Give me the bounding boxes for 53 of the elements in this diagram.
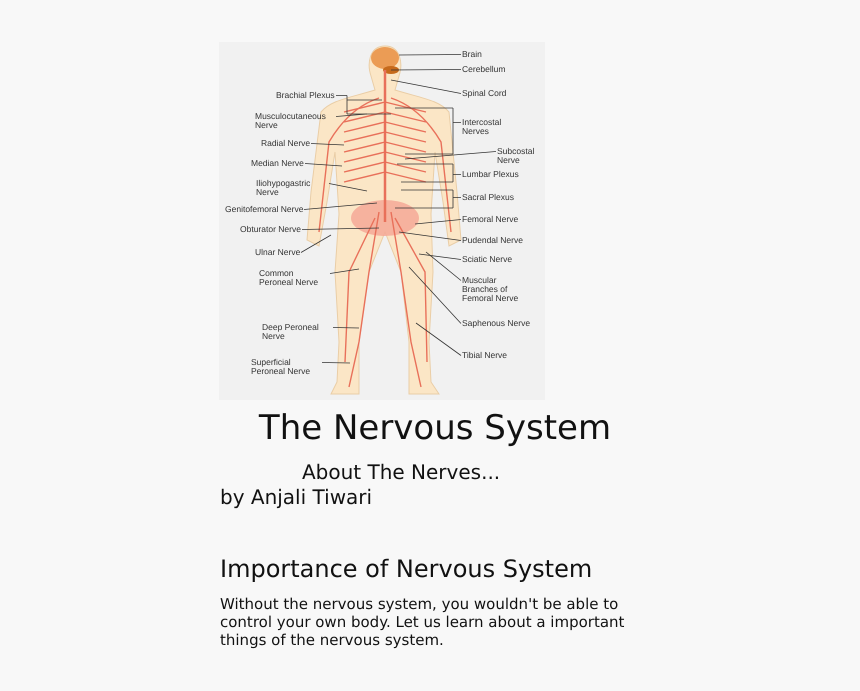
- leader-line: [418, 254, 462, 260]
- nerve-label: Lumbar Plexus: [462, 170, 519, 179]
- nerve-label: Spinal Cord: [462, 89, 506, 98]
- leader-line: [398, 54, 462, 56]
- leader-line: [394, 190, 462, 208]
- nerve-label: Musculocutaneous Nerve: [255, 112, 335, 130]
- nerve-label: Genitofemoral Nerve: [225, 205, 304, 214]
- leader-line: [304, 202, 378, 210]
- author-line: by Anjali Tiwari: [220, 485, 372, 509]
- nerve-label: Median Nerve: [251, 159, 304, 168]
- leader-line: [390, 69, 462, 70]
- nerve-label: Subcostal Nerve: [497, 147, 541, 165]
- leader-line: [332, 327, 360, 328]
- nerve-label: Muscular Branches of Femoral Nerve: [462, 276, 530, 303]
- nerve-label: Femoral Nerve: [462, 215, 518, 224]
- leader-line: [336, 114, 368, 117]
- leader-line: [396, 164, 462, 182]
- nerve-label: Saphenous Nerve: [462, 319, 530, 328]
- leader-line: [394, 108, 462, 154]
- leader-line: [322, 362, 350, 364]
- leader-line: [404, 151, 496, 160]
- leader-line: [398, 232, 462, 241]
- leader-line: [310, 143, 344, 146]
- nerve-label: Brachial Plexus: [276, 91, 335, 100]
- paragraph: Without the nervous system, you wouldn't be able to control your own body. Let us learn about a important things of the nervous system.: [220, 595, 626, 649]
- leader-line: [304, 163, 342, 166]
- nerve-label: Radial Nerve: [261, 139, 310, 148]
- leader-line: [390, 80, 462, 94]
- nerve-label: Cerebellum: [462, 65, 506, 74]
- nerve-label: Ulnar Nerve: [255, 248, 300, 257]
- nerve-label: Sciatic Nerve: [462, 255, 512, 264]
- nerve-label: Superficial Peroneal Nerve: [251, 358, 321, 376]
- section-heading: Importance of Nervous System: [220, 555, 592, 584]
- nerve-label: Iliohypogastric Nerve: [256, 179, 328, 197]
- leader-line: [414, 219, 462, 224]
- leader-line: [336, 95, 392, 114]
- nerve-label: Intercostal Nerves: [462, 118, 512, 136]
- subtitle: About The Nerves...: [302, 460, 500, 484]
- title: The Nervous System: [258, 408, 612, 448]
- nerve-label: Sacral Plexus: [462, 193, 514, 202]
- nerve-label: Brain: [462, 50, 482, 59]
- nerve-label: Deep Peroneal Nerve: [262, 323, 332, 341]
- nerve-label: Pudendal Nerve: [462, 236, 523, 245]
- leader-line: [408, 266, 462, 324]
- leader-line: [330, 268, 360, 274]
- leader-line: [300, 234, 332, 253]
- leader-line: [328, 183, 368, 192]
- nerve-label: Tibial Nerve: [462, 351, 508, 360]
- leader-line: [416, 322, 462, 356]
- leader-line: [426, 252, 462, 281]
- nerve-label: Common Peroneal Nerve: [259, 269, 329, 287]
- nerve-label: Obturator Nerve: [240, 225, 301, 234]
- leader-line: [302, 228, 380, 230]
